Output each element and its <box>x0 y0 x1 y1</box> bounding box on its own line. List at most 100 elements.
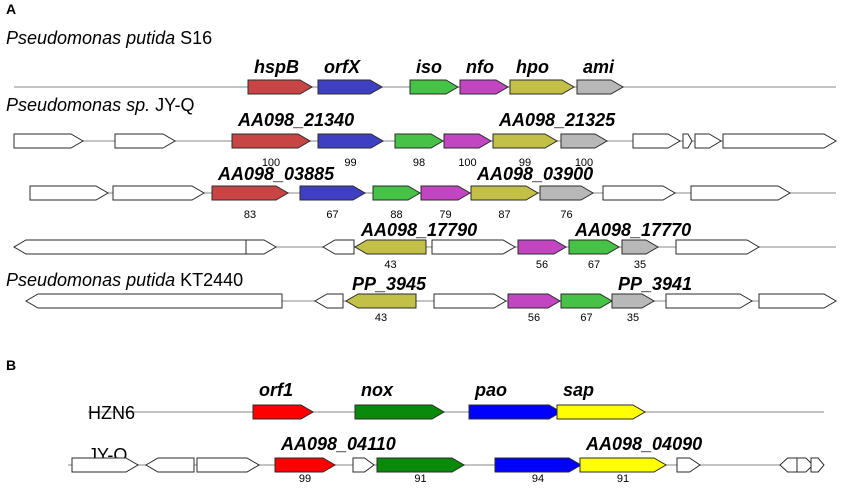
gene-label: AA098_04090 <box>585 434 702 454</box>
identity-value: 100 <box>262 157 280 169</box>
gene-arrow <box>354 404 445 420</box>
identity-value: 79 <box>439 209 451 221</box>
gene-arrow <box>145 457 195 473</box>
gene-arrow <box>231 133 311 149</box>
gene-arrow <box>376 457 465 473</box>
gene-arrow <box>507 293 561 309</box>
gene-arrow <box>556 404 646 420</box>
identity-value: 87 <box>498 209 510 221</box>
gene-arrow <box>274 457 336 473</box>
identity-value: 88 <box>390 209 402 221</box>
gene-arrow <box>299 185 366 201</box>
gene-arrow <box>322 239 355 255</box>
gene-arrow <box>317 133 384 149</box>
gene-arrow <box>29 185 109 201</box>
gene-arrow <box>675 239 760 255</box>
gene-label: AA098_03900 <box>476 164 593 184</box>
gene-arrow <box>796 457 814 473</box>
identity-value: 100 <box>458 157 476 169</box>
identity-value: 94 <box>532 473 544 485</box>
gene-arrow <box>665 293 753 309</box>
gene-arrow <box>459 79 509 95</box>
gene-arrow <box>314 293 344 309</box>
gene-label: sap <box>563 380 594 400</box>
gene-label: nfo <box>466 57 494 77</box>
gene-label: orf1 <box>259 380 293 400</box>
gene-arrow <box>433 293 507 309</box>
gene-arrow <box>196 457 260 473</box>
identity-value: 43 <box>375 312 387 324</box>
gene-arrow <box>722 133 837 149</box>
gene-arrow <box>112 185 205 201</box>
identity-value: 99 <box>344 157 356 169</box>
panel-letter: B <box>6 357 16 373</box>
gene-arrow <box>420 185 471 201</box>
gene-arrow <box>611 293 655 309</box>
gene-arrow <box>352 457 375 473</box>
gene-arrow <box>345 293 417 309</box>
identity-value: 100 <box>575 157 593 169</box>
gene-label: hpo <box>516 57 549 77</box>
genome-label-part: Pseudomonas putida <box>6 270 175 290</box>
gene-label: AA098_17770 <box>574 220 691 240</box>
genome-label-part: Pseudomonas sp. <box>6 95 150 115</box>
gene-arrow <box>676 457 701 473</box>
identity-value: 99 <box>519 157 531 169</box>
gene-arrow <box>470 185 539 201</box>
gene-label: AA098_17790 <box>360 220 477 240</box>
gene-label: iso <box>416 57 442 77</box>
gene-arrow <box>579 457 667 473</box>
gene-arrow <box>560 293 613 309</box>
gene-label: AA098_21340 <box>237 110 354 130</box>
identity-value: 91 <box>414 473 426 485</box>
gene-label: AA098_03885 <box>217 164 335 184</box>
gene-arrow <box>354 239 427 255</box>
gene-arrow <box>468 404 562 420</box>
identity-value: 98 <box>413 157 425 169</box>
gene-arrow <box>576 79 624 95</box>
gene-label: nox <box>361 380 394 400</box>
gene-arrow <box>632 133 681 149</box>
identity-value: 67 <box>580 312 592 324</box>
gene-arrow <box>509 79 575 95</box>
identity-value: 43 <box>384 259 396 271</box>
gene-arrow <box>252 404 314 420</box>
gene-arrow <box>810 457 825 473</box>
gene-arrow <box>621 239 659 255</box>
gene-label: AA098_21325 <box>498 110 616 130</box>
gene-arrow <box>539 185 594 201</box>
genome-label-part: KT2440 <box>175 270 243 290</box>
gene-arrow <box>409 79 459 95</box>
gene-label: orfX <box>324 57 361 77</box>
gene-arrow <box>602 185 676 201</box>
identity-value: 56 <box>536 259 548 271</box>
gene-arrow <box>694 133 722 149</box>
gene-label: pao <box>474 380 507 400</box>
genome-label: Pseudomonas sp. JY-Q <box>6 95 194 115</box>
gene-arrow <box>431 239 516 255</box>
gene-arrow <box>758 293 837 309</box>
gene-label: PP_3945 <box>352 274 427 294</box>
gene-arrow <box>25 293 283 309</box>
gene-arrow <box>690 185 791 201</box>
genome-label-part: S16 <box>175 28 212 48</box>
identity-value: 76 <box>560 209 572 221</box>
identity-value: 91 <box>617 473 629 485</box>
panel-letter: A <box>6 1 16 17</box>
identity-value: 35 <box>634 259 646 271</box>
identity-value: 67 <box>326 209 338 221</box>
gene-arrow <box>211 185 289 201</box>
gene-arrow <box>568 239 620 255</box>
identity-value: 67 <box>588 259 600 271</box>
gene-arrow <box>317 79 383 95</box>
gene-arrow <box>245 239 277 255</box>
genome-label-part: Pseudomonas putida <box>6 28 175 48</box>
gene-arrow <box>682 133 693 149</box>
gene-arrow <box>13 133 84 149</box>
